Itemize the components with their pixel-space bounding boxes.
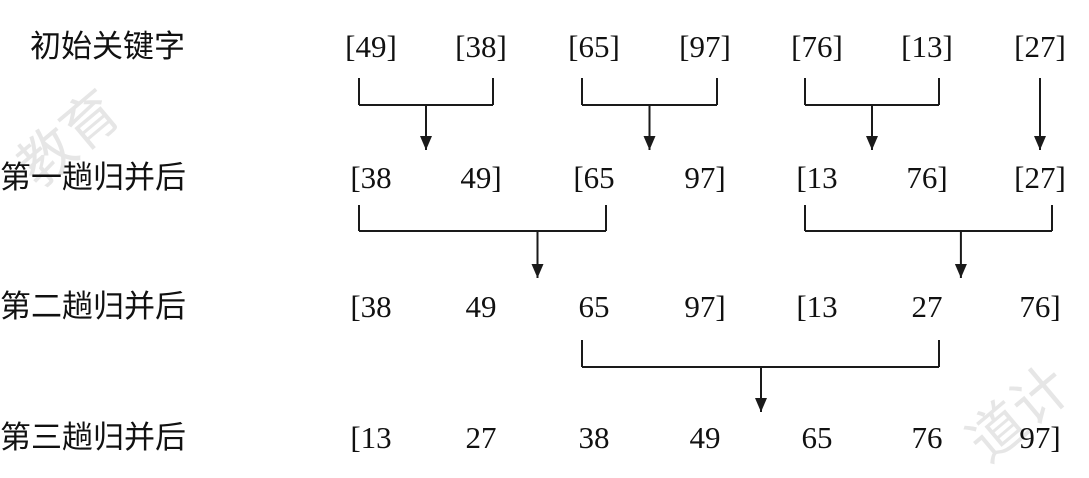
key-cell: [76] xyxy=(791,29,843,64)
key-cell: 27 xyxy=(911,289,943,324)
key-cell: 97] xyxy=(684,289,726,324)
key-cell: 76] xyxy=(906,160,948,195)
key-cell: [65] xyxy=(568,29,620,64)
row-label: 第二趟归并后 xyxy=(0,289,186,325)
key-cell: 97] xyxy=(684,160,726,195)
arrow-head xyxy=(531,264,544,278)
row-label: 初始关键字 xyxy=(30,29,185,65)
key-cell: 65 xyxy=(801,420,833,455)
arrow-head xyxy=(420,136,432,150)
key-cell: [38] xyxy=(455,29,507,64)
key-cell: 38 xyxy=(578,420,610,455)
arrow-head xyxy=(643,136,656,150)
key-cell: [13 xyxy=(796,289,838,324)
key-cell: 76] xyxy=(1019,289,1061,324)
key-cell: 65 xyxy=(578,289,610,324)
key-cell: 49 xyxy=(465,289,497,324)
key-cell: [13 xyxy=(796,160,838,195)
arrow-head xyxy=(1034,136,1046,150)
arrow-head xyxy=(954,264,967,278)
key-cell: 49 xyxy=(689,420,721,455)
key-cell: [38 xyxy=(350,160,392,195)
key-cell: 97] xyxy=(1019,420,1061,455)
key-cell: [49] xyxy=(345,29,397,64)
key-cell: [13] xyxy=(901,29,953,64)
key-cell: [27] xyxy=(1014,29,1066,64)
arrow-head xyxy=(755,398,767,412)
key-cell: [38 xyxy=(350,289,392,324)
key-cell: [27] xyxy=(1014,160,1066,195)
key-cell: 49] xyxy=(460,160,502,195)
key-cell: [97] xyxy=(679,29,731,64)
row-label: 第一趟归并后 xyxy=(0,160,186,196)
row-label: 第三趟归并后 xyxy=(0,420,186,456)
key-cell: 76 xyxy=(911,420,943,455)
arrow-head xyxy=(866,136,878,150)
key-cell: [13 xyxy=(350,420,392,455)
key-cell: 27 xyxy=(465,420,497,455)
key-cell: [65 xyxy=(573,160,615,195)
